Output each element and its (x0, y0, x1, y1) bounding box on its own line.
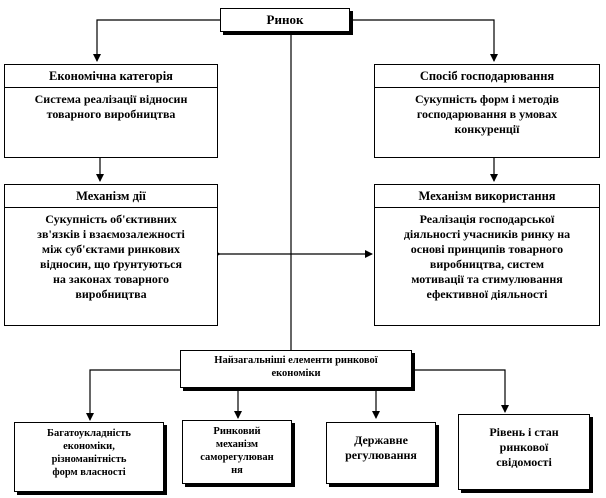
bottom-box-market-consciousness: Рівень і стан ринкової свідомості (458, 414, 590, 490)
arrow-elements-to-b4 (412, 369, 509, 413)
arrow-elements-to-b1 (86, 369, 180, 421)
management-method-box: Спосіб господарювання Сукупність форм і … (374, 64, 600, 158)
elements-box: Найзагальніші елементи ринкової економік… (180, 350, 412, 388)
bottom-box-market-mechanism-label: Ринковий механізм саморегулюван ня (200, 426, 274, 476)
arrow-rynok-to-right (350, 19, 498, 62)
economic-category-box: Економічна категорія Система реалізації … (4, 64, 218, 158)
management-method-header: Спосіб господарювання (375, 65, 599, 88)
economic-category-header: Економічна категорія (5, 65, 217, 88)
elements-title: Найзагальніші елементи ринкової економік… (214, 355, 378, 379)
bottom-box-ownership: Багатоукладність економіки, різноманітні… (14, 422, 164, 492)
bottom-box-state-regulation-label: Державне регулювання (345, 433, 417, 462)
bottom-box-market-consciousness-label: Рівень і стан ринкової свідомості (489, 425, 559, 469)
market-box: Ринок (220, 8, 350, 32)
management-method-body: Сукупність форм і методів господарювання… (415, 92, 559, 136)
arrow-rynok-to-left (93, 19, 220, 62)
bottom-box-state-regulation: Державне регулювання (326, 422, 436, 484)
mechanism-use-header: Механізм використання (375, 185, 599, 208)
mechanism-action-box: Механізм дії Сукупність об'єктивних зв'я… (4, 184, 218, 326)
economic-category-body: Система реалізації відносин товарного ви… (34, 92, 188, 121)
mechanism-use-body: Реалізація господарської діяльності учас… (403, 212, 571, 301)
market-title: Ринок (266, 12, 304, 27)
mechanism-action-body: Сукупність об'єктивних зв'язків і взаємо… (37, 212, 185, 301)
mechanism-use-box: Механізм використання Реалізація господа… (374, 184, 600, 326)
mechanism-action-header: Механізм дії (5, 185, 217, 208)
bottom-box-ownership-label: Багатоукладність економіки, різноманітні… (47, 428, 131, 478)
bottom-box-market-mechanism: Ринковий механізм саморегулюван ня (182, 420, 292, 484)
